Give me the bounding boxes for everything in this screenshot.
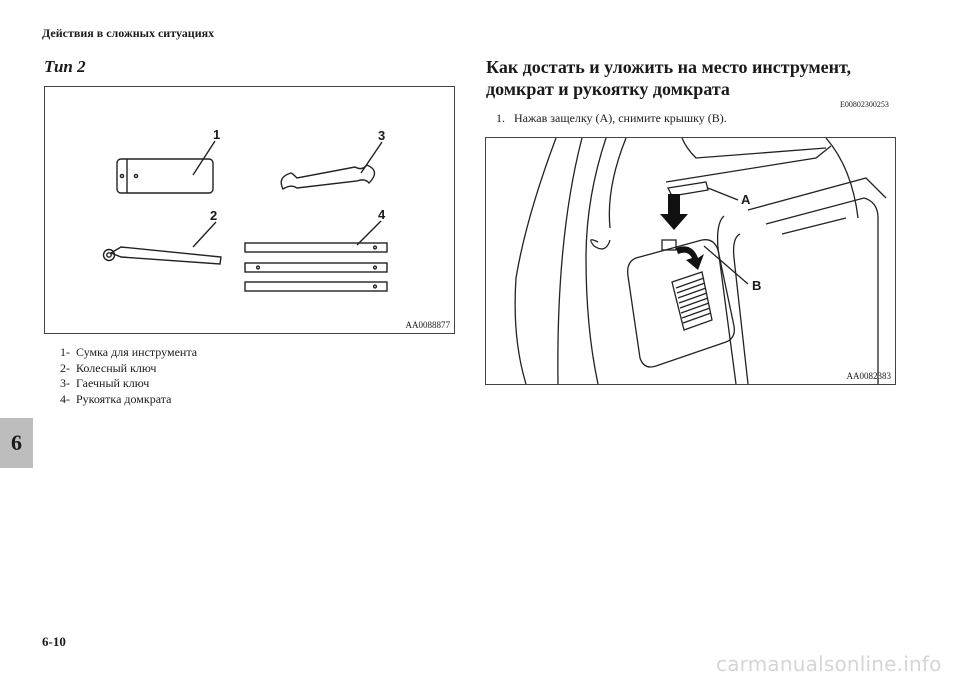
callout-4: 4 (378, 207, 386, 222)
legend-text: Рукоятка домкрата (76, 391, 172, 406)
cover-shape (627, 239, 735, 368)
callout-1: 1 (213, 127, 220, 142)
legend-number: 1- (60, 345, 70, 359)
chapter-number: 6 (11, 430, 22, 455)
callout-a: A (741, 192, 751, 207)
jack-handle-piece-1 (244, 242, 388, 253)
watermark-text: carmanualsonline.info (716, 652, 942, 676)
wheel-wrench-shape (109, 246, 222, 265)
legend-item: 2- Колесный ключ (60, 361, 197, 377)
legend-text: Сумка для инструмента (76, 345, 198, 359)
legend-number: 3- (60, 376, 70, 390)
page-number: 6-10 (42, 634, 66, 649)
tool-kit-illustration: 1 2 3 4 (102, 127, 388, 292)
callout-2: 2 (210, 208, 217, 223)
figure-code: AA0088877 (405, 320, 451, 330)
legend-text: Гаечный ключ (76, 376, 150, 390)
legend-item: 4- Рукоятка домкрата (60, 392, 197, 408)
jack-handle-piece-2 (244, 262, 388, 273)
step-number: 1. (496, 111, 505, 125)
figure-code: AA0082383 (846, 371, 892, 381)
cover-removal-illustration: A B (514, 138, 887, 384)
chapter-tab: 6 (0, 418, 33, 468)
section-heading: Как достать и уложить на место инструмен… (486, 57, 851, 99)
type-title: Тип 2 (44, 57, 86, 76)
callout-3: 3 (378, 128, 385, 143)
push-arrow-icon (660, 194, 688, 230)
running-header: Действия в сложных ситуациях (42, 26, 215, 40)
legend-number: 4- (60, 391, 70, 406)
jack-handle-piece-3 (244, 281, 388, 292)
section-code: E00802300253 (840, 100, 889, 109)
callout-b: B (752, 278, 761, 293)
legend-item: 1- Сумка для инструмента (60, 345, 197, 361)
curved-arrow-icon (676, 246, 704, 270)
cover-removal-figure: A B AA0082383 (485, 137, 896, 385)
instruction-step: 1. Нажав защелку (A), снимите крышку (B)… (496, 111, 727, 126)
legend-item: 3- Гаечный ключ (60, 376, 197, 392)
step-text: Нажав защелку (A), снимите крышку (B). (514, 111, 727, 125)
tool-legend: 1- Сумка для инструмента 2- Колесный клю… (60, 345, 197, 407)
legend-number: 2- (60, 360, 70, 375)
spanner-shape (280, 164, 376, 191)
tool-kit-figure: 1 2 3 4 AA0088877 (44, 86, 455, 334)
tool-bag-shape (116, 158, 214, 194)
legend-text: Колесный ключ (76, 360, 157, 375)
